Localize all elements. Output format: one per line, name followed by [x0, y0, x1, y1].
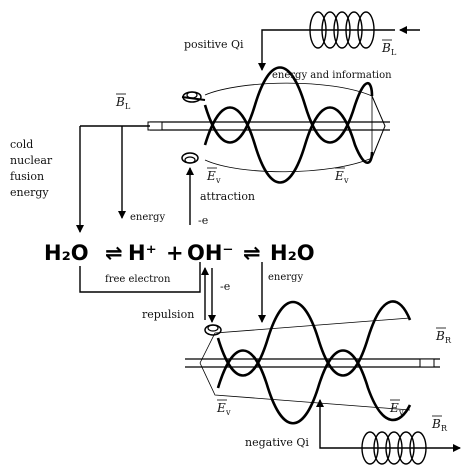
h2o-left: H₂O	[44, 241, 89, 265]
svg-text:B: B	[115, 95, 125, 109]
attraction-label: attraction	[200, 190, 255, 203]
oh-minus: OH⁻	[187, 241, 234, 265]
negative-qi-coil	[350, 431, 461, 465]
left-circuit	[76, 125, 266, 323]
cold-fusion-line-1: cold	[10, 138, 33, 151]
svg-text:L: L	[391, 48, 397, 57]
cold-fusion-line-2: nuclear	[10, 154, 53, 167]
energy-left-label: energy	[130, 212, 165, 223]
field-ev-bot-left: E v	[216, 399, 231, 417]
positive-qi-label: positive Qi	[184, 38, 244, 51]
svg-text:v: v	[225, 408, 231, 417]
negative-qi-arrow	[316, 399, 350, 449]
positive-qi-coil	[300, 11, 420, 49]
svg-text:B: B	[381, 41, 391, 55]
svg-text:v: v	[215, 176, 221, 185]
field-bl-left: B L	[115, 93, 131, 111]
negative-qi-label: negative Qi	[245, 436, 309, 449]
svg-text:R: R	[445, 336, 452, 345]
svg-text:E: E	[216, 401, 226, 415]
svg-text:E: E	[389, 401, 399, 415]
field-ev-top-right: E v	[334, 167, 349, 185]
field-br-bottom: B R	[431, 415, 448, 433]
lower-helix	[185, 300, 440, 425]
upper-ring	[181, 91, 206, 164]
plus-sign: +	[166, 241, 184, 265]
svg-text:E: E	[334, 169, 344, 183]
minus-e-bottom-label: -e	[220, 280, 230, 293]
svg-text:v: v	[343, 176, 349, 185]
svg-text:L: L	[125, 102, 131, 111]
energy-right-label: energy	[268, 272, 303, 283]
h-plus: H⁺	[128, 241, 157, 265]
energy-info-arrow	[258, 29, 300, 71]
field-ev-bot-right: E v	[389, 399, 404, 417]
field-bl-top: B L	[381, 39, 397, 57]
h2o-right: H₂O	[270, 241, 315, 265]
svg-text:E: E	[206, 169, 216, 183]
svg-text:B: B	[431, 417, 441, 431]
equilibrium-arrow-2: ⇌	[243, 241, 261, 265]
energy-information-label: energy and information	[272, 70, 392, 81]
repulsion-label: repulsion	[142, 308, 194, 321]
svg-text:v: v	[398, 408, 404, 417]
field-ev-top-left: E v	[206, 167, 221, 185]
upper-helix	[147, 66, 390, 184]
equilibrium-arrow-1: ⇌	[105, 241, 123, 265]
lower-ring	[204, 324, 222, 336]
free-electron-label: free electron	[105, 274, 171, 285]
cold-fusion-line-3: fusion	[10, 170, 44, 183]
minus-e-top-label: -e	[198, 214, 208, 227]
cold-fusion-line-4: energy	[10, 186, 49, 199]
svg-text:B: B	[435, 329, 445, 343]
field-br-top: B R	[435, 327, 452, 345]
svg-text:R: R	[441, 424, 448, 433]
